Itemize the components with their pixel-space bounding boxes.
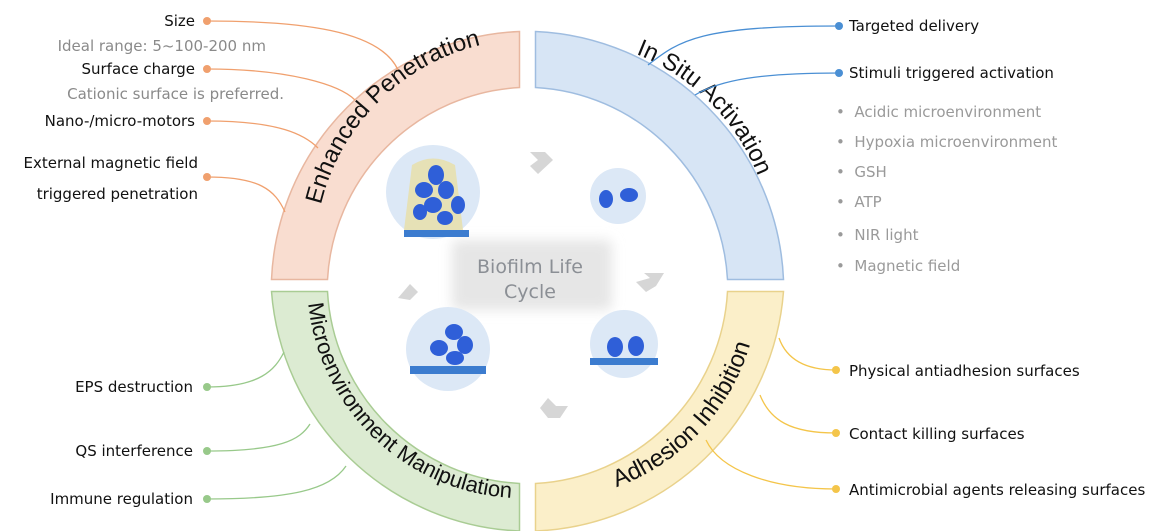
activation-stimuli: Stimuli triggered activation (849, 64, 1054, 82)
microenv-item-immune: Immune regulation (50, 490, 193, 508)
adhesion-item-physical: Physical antiadhesion surfaces (849, 362, 1080, 380)
segment-in-situ-activation (534, 30, 785, 281)
stimulus-item: • Magnetic field (836, 257, 961, 275)
adhesion-item-antimicrobial: Antimicrobial agents releasing surfaces (849, 481, 1146, 499)
penetration-magnetic-line2: triggered penetration (36, 185, 198, 203)
microenv-item-qs: QS interference (75, 442, 193, 460)
connectors (206, 20, 840, 500)
segment-enhanced-penetration (270, 30, 521, 281)
stimulus-item: • Hypoxia microenvironment (836, 133, 1058, 151)
stage-microcolony (406, 307, 490, 391)
stimulus-item: • GSH (836, 163, 887, 181)
stage-mature-biofilm (386, 145, 480, 239)
penetration-charge-title: Surface charge (81, 60, 195, 78)
penetration-size-title: Size (164, 12, 195, 30)
chevron-icon (540, 398, 568, 418)
chevron-icon (636, 273, 664, 292)
penetration-charge-detail: Cationic surface is preferred. (67, 85, 284, 103)
penetration-motors: Nano-/micro-motors (44, 112, 195, 130)
stimulus-item: • Acidic microenvironment (836, 103, 1042, 121)
stage-planktonic-bacteria (590, 168, 646, 224)
microenv-item-eps: EPS destruction (75, 378, 193, 396)
hub-line-2: Cycle (504, 281, 556, 303)
penetration-magnetic-line1: External magnetic field (23, 154, 199, 172)
penetration-size-detail: Ideal range: 5~100-200 nm (57, 37, 266, 55)
hub-line-1: Biofilm Life (477, 256, 583, 278)
chevron-icon (530, 152, 553, 174)
stage-attachment (590, 310, 658, 378)
activation-targeted: Targeted delivery (849, 17, 980, 35)
hub-label: Biofilm Life Cycle (455, 255, 605, 305)
stimulus-item: • ATP (836, 193, 882, 211)
segment-adhesion-inhibition (534, 290, 785, 531)
chevron-icon (398, 284, 418, 300)
hub-box (452, 240, 612, 310)
connector-dots (203, 17, 843, 503)
stimulus-item: • NIR light (836, 226, 919, 244)
adhesion-item-contact: Contact killing surfaces (849, 425, 1025, 443)
